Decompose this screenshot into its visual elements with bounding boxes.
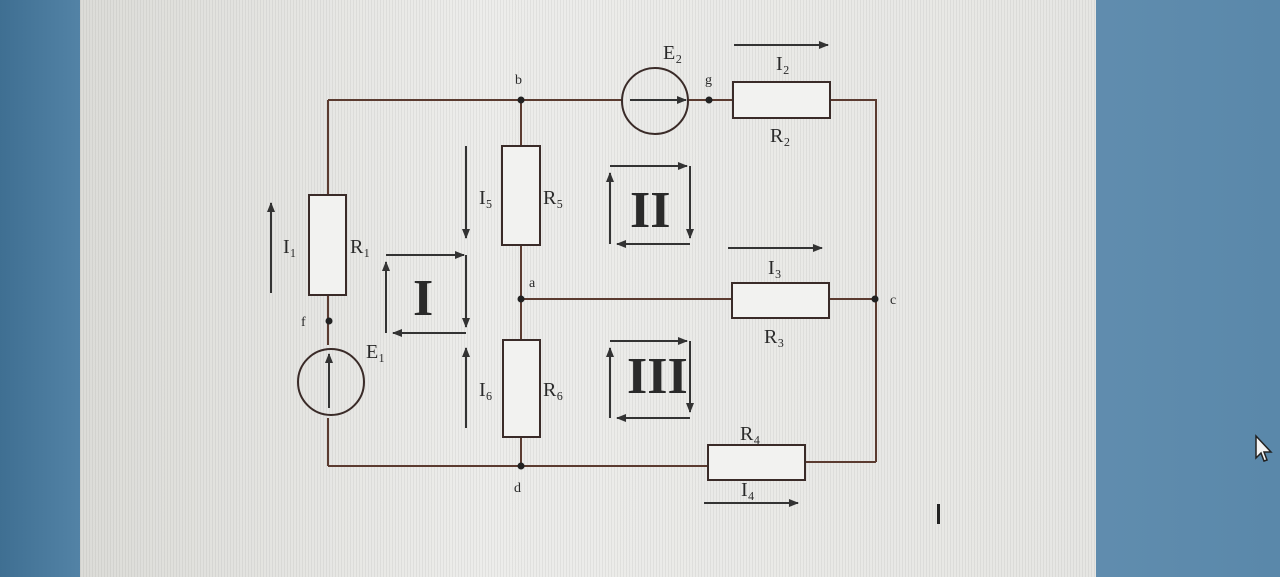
label-r2: R₂: [770, 125, 790, 147]
loop-frame-2: [606, 162, 694, 248]
label-i5: I₅: [479, 187, 493, 209]
label-r4: R₄: [740, 423, 760, 445]
node-label-g: g: [705, 73, 712, 88]
label-i2: I₂: [776, 53, 790, 75]
source-e1: [297, 348, 365, 416]
resistor-r5: [501, 145, 541, 246]
wire-top: [328, 99, 877, 462]
loop-frame-3: [606, 337, 694, 422]
wires: [327, 99, 877, 467]
mouse-cursor-icon: [1255, 434, 1273, 462]
resistor-r4: [707, 444, 806, 481]
label-e2: E₂: [663, 42, 682, 64]
label-i3: I₃: [768, 257, 782, 279]
label-r3: R₃: [764, 326, 784, 348]
label-r6: R₆: [543, 379, 563, 401]
label-i1: I₁: [283, 236, 297, 258]
node-label-b: b: [515, 73, 522, 88]
loop-frame-1: [382, 251, 470, 337]
source-e2: [621, 67, 689, 135]
node-label-a: a: [529, 276, 536, 291]
resistor-r1: [308, 194, 347, 296]
label-i4: I₄: [741, 479, 755, 501]
resistor-r2: [732, 81, 831, 119]
label-i6: I₆: [479, 379, 493, 401]
label-r5: R₅: [543, 187, 563, 209]
node-label-d: d: [514, 481, 521, 496]
circuit-paper: [80, 0, 1096, 577]
loop-label-3: III: [627, 348, 688, 405]
label-e1: E₁: [366, 341, 385, 363]
resistor-r6: [502, 339, 541, 438]
label-r1: R₁: [350, 236, 370, 258]
resistor-r3: [731, 282, 830, 319]
pen-mark: [937, 504, 940, 524]
node-dots: [325, 96, 879, 470]
loop-label-2: II: [630, 182, 670, 239]
node-label-c: c: [890, 293, 896, 308]
loop-label-1: I: [413, 270, 433, 327]
node-label-f: f: [301, 315, 306, 330]
